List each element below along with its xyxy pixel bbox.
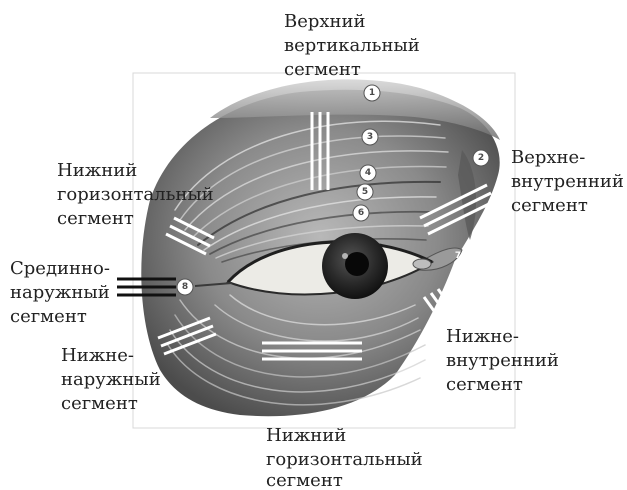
svg-text:2: 2 [478,153,484,163]
svg-text:наружный: наружный [10,282,110,303]
svg-text:Срединно-: Срединно- [10,258,110,279]
svg-text:сегмент: сегмент [61,393,138,414]
label-upper-vertical: Верхний вертикальный сегмент [284,11,420,80]
svg-text:сегмент: сегмент [446,374,523,395]
svg-text:3: 3 [367,132,373,142]
marker-3: 3 [362,129,378,145]
caruncle [413,259,431,269]
marker-4: 4 [360,165,376,181]
svg-text:наружный: наружный [61,369,161,390]
svg-text:Верхний: Верхний [284,11,366,32]
svg-text:Нижний: Нижний [266,425,346,446]
label-middle-outer: Срединно- наружный сегмент [10,258,110,327]
iris-highlight [342,253,348,259]
label-upper-inner: Верхне- внутренний сегмент [511,147,624,216]
label-lower-horizontal-bottom: Нижний горизонтальный сегмент [266,425,423,490]
svg-text:Верхне-: Верхне- [511,147,585,168]
svg-text:5: 5 [362,187,368,197]
svg-text:горизонтальный: горизонтальный [57,184,214,205]
svg-text:внутренний: внутренний [511,171,624,192]
svg-text:сегмент: сегмент [284,59,361,80]
svg-text:1: 1 [369,88,375,98]
svg-text:сегмент: сегмент [266,470,343,490]
svg-text:внутренний: внутренний [446,350,559,371]
svg-text:Нижний: Нижний [57,160,137,181]
marker-2: 2 [473,150,489,166]
label-lower-inner: Нижне- внутренний сегмент [446,326,559,395]
svg-text:горизонтальный: горизонтальный [266,449,423,470]
marker-7: 7 [455,251,461,261]
marker-6: 6 [353,205,369,221]
svg-text:7: 7 [455,251,461,261]
svg-text:сегмент: сегмент [10,306,87,327]
marker-5: 5 [357,184,373,200]
svg-text:сегмент: сегмент [511,195,588,216]
marker-1: 1 [364,85,380,101]
eye-globe [322,233,388,299]
svg-text:Нижне-: Нижне- [446,326,519,347]
svg-text:8: 8 [182,282,188,292]
pupil [345,252,369,276]
marker-8: 8 [177,279,193,295]
svg-text:вертикальный: вертикальный [284,35,420,56]
svg-text:Нижне-: Нижне- [61,345,134,366]
label-lower-outer: Нижне- наружный сегмент [61,345,161,414]
svg-text:6: 6 [358,208,364,218]
svg-text:4: 4 [365,168,371,178]
svg-text:сегмент: сегмент [57,208,134,229]
